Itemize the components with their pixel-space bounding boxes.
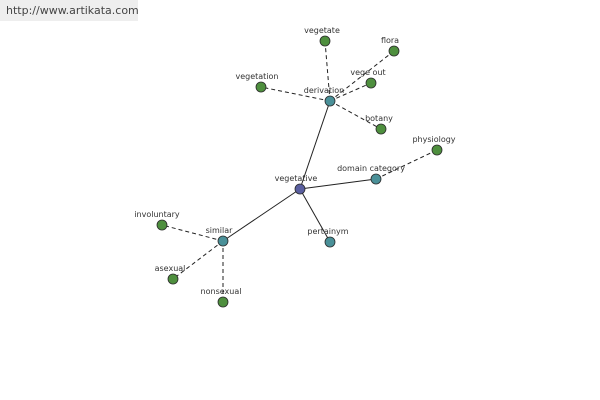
- node-label-involuntary[interactable]: involuntary: [134, 210, 180, 219]
- node-botany[interactable]: [375, 123, 387, 135]
- edge-derivation-botany: [329, 100, 382, 130]
- node-flora[interactable]: [388, 45, 400, 57]
- node-label-similar[interactable]: similar: [206, 226, 234, 235]
- node-vegetation[interactable]: [255, 81, 267, 93]
- edge-derivation-vegetate: [324, 40, 331, 102]
- node-involuntary[interactable]: [156, 219, 168, 231]
- edge-derivation-vegetation: [260, 86, 331, 102]
- node-label-pertainym[interactable]: pertainym: [307, 227, 348, 236]
- node-pertainym[interactable]: [324, 236, 336, 248]
- node-vege-out[interactable]: [365, 77, 377, 89]
- edge-vegetative-domain-category: [299, 178, 377, 190]
- node-label-botany[interactable]: botany: [365, 114, 393, 123]
- node-label-vegetation[interactable]: vegetation: [235, 72, 278, 81]
- node-vegetate[interactable]: [319, 35, 331, 47]
- node-domain-category[interactable]: [370, 173, 382, 185]
- node-asexual[interactable]: [167, 273, 179, 285]
- node-label-asexual[interactable]: asexual: [155, 264, 186, 273]
- node-similar[interactable]: [217, 235, 229, 247]
- edge-domain-category-physiology: [375, 149, 438, 180]
- node-label-derivation[interactable]: derivation: [304, 86, 344, 95]
- edge-vegetative-pertainym: [299, 188, 331, 243]
- site-url-banner[interactable]: http://www.artikata.com: [0, 0, 139, 21]
- edge-similar-asexual: [172, 240, 224, 280]
- edge-derivation-vege-out: [329, 82, 372, 102]
- edges-layer: [161, 40, 438, 302]
- node-label-vege-out[interactable]: vege out: [350, 68, 385, 77]
- node-nonsexual[interactable]: [217, 296, 229, 308]
- edge-vegetative-similar: [222, 188, 301, 242]
- node-label-vegetative[interactable]: vegetative: [275, 174, 318, 183]
- node-label-domain-category[interactable]: domain category: [337, 164, 405, 173]
- node-label-vegetate[interactable]: vegetate: [304, 26, 340, 35]
- edge-similar-involuntary: [161, 224, 224, 242]
- node-vegetative[interactable]: [294, 183, 306, 195]
- nodes-layer: [156, 35, 443, 308]
- node-label-flora[interactable]: flora: [381, 36, 399, 45]
- node-label-physiology[interactable]: physiology: [412, 135, 455, 144]
- edge-vegetative-derivation: [299, 100, 331, 190]
- node-label-nonsexual[interactable]: nonsexual: [201, 287, 242, 296]
- labels-layer: vegetative derivation domain category simil…: [134, 26, 455, 296]
- node-derivation[interactable]: [324, 95, 336, 107]
- node-physiology[interactable]: [431, 144, 443, 156]
